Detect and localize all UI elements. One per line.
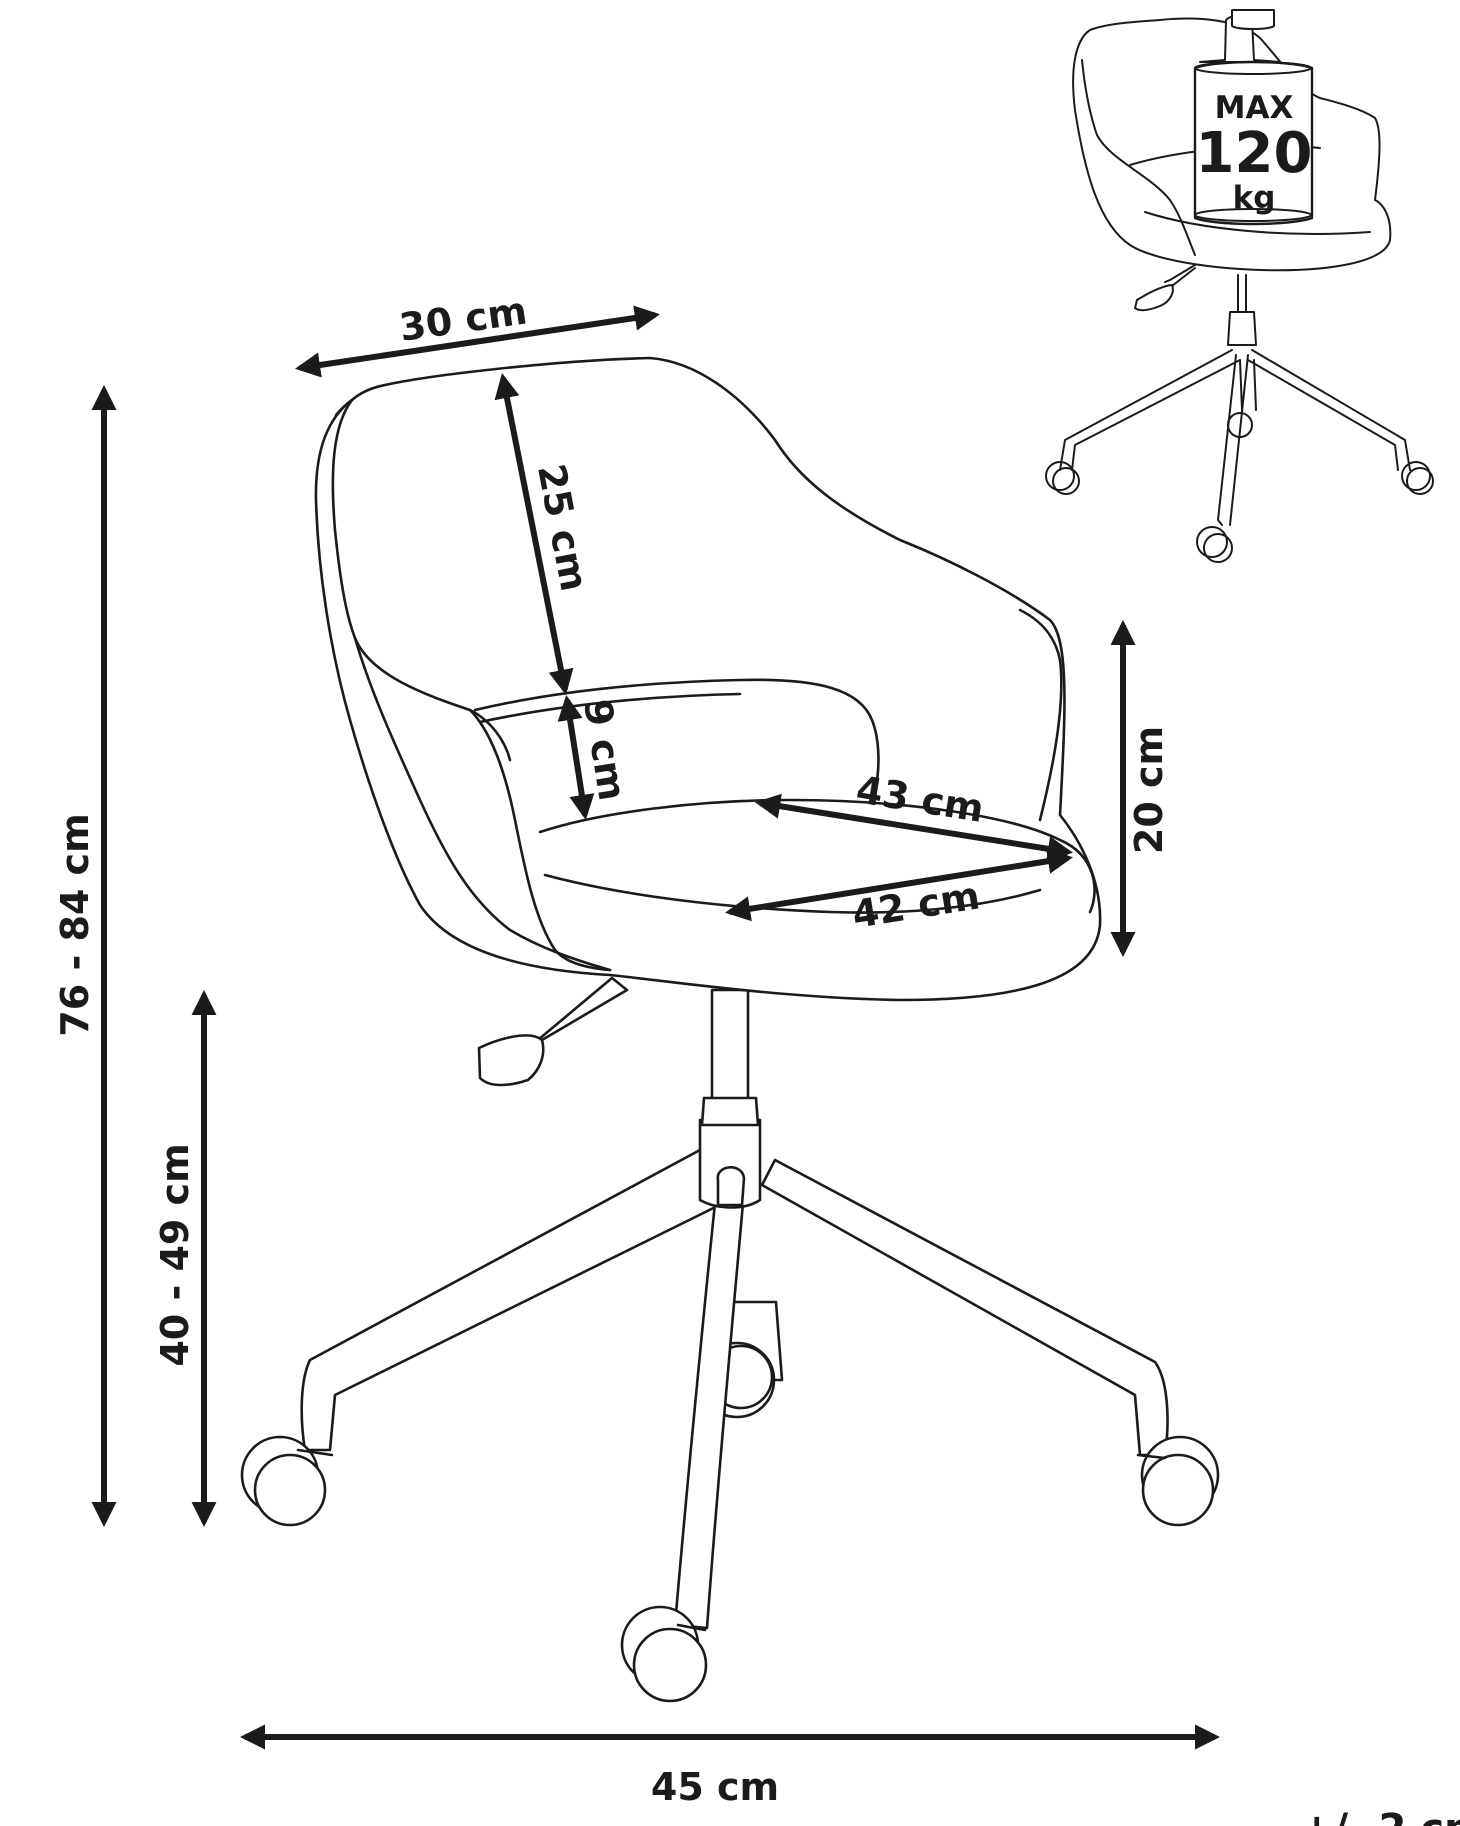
max-load-value: 120 [1196, 121, 1313, 186]
gas-cylinder [700, 988, 760, 1127]
weight-bottle [1193, 9, 1314, 226]
caster-front [620, 1605, 708, 1703]
armrest-gap-arrow [557, 695, 595, 820]
backrest-height-arrow [494, 373, 574, 695]
seat-back-width-label: 30 cm [397, 288, 530, 349]
dimension-labels: 30 cm 25 cm 9 cm 43 cm 42 cm 20 cm 76 - … [53, 288, 1460, 1826]
seat-shell [314, 356, 1102, 1002]
height-lever [477, 976, 629, 1087]
seat-depth-arrow [755, 793, 1073, 862]
max-load-chair-illustration: MAX 120 kg [1045, 9, 1434, 563]
main-chair-illustration [240, 356, 1220, 1703]
total-height-label: 76 - 84 cm [53, 813, 97, 1036]
five-star-base [300, 1118, 1169, 1630]
max-load-prefix: MAX [1215, 90, 1294, 126]
seat-width-arrow [725, 848, 1073, 922]
dimension-arrows [91, 305, 1221, 1750]
base-width-label: 45 cm [651, 1765, 779, 1809]
caster-left [240, 1435, 334, 1527]
seat-back-width-arrow [295, 305, 660, 378]
tolerance-label: +/- 2 cm [1300, 1806, 1460, 1826]
max-load-unit: kg [1233, 180, 1276, 216]
caster-right [1136, 1435, 1220, 1527]
armrest-height-label: 20 cm [1127, 726, 1171, 854]
mini-base [1045, 274, 1434, 563]
seat-height-label: 40 - 49 cm [153, 1143, 197, 1366]
